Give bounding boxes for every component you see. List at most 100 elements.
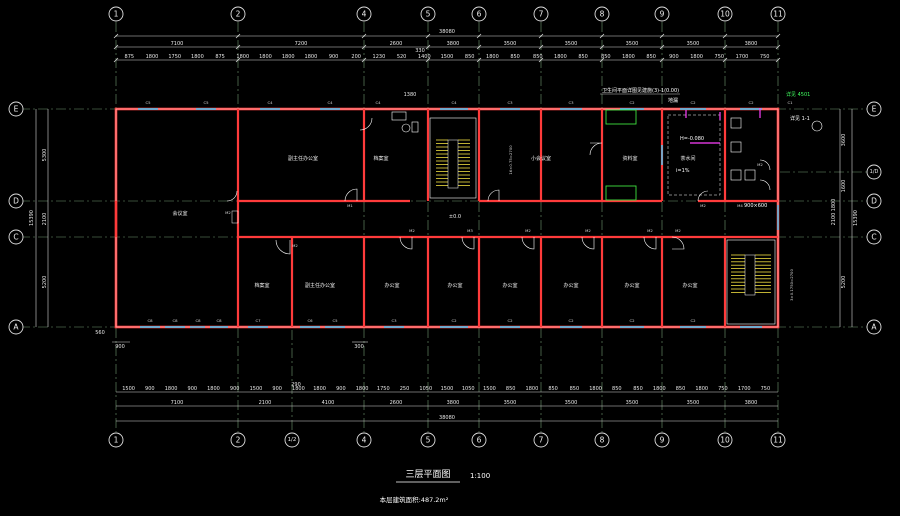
axis-bubble: 5 — [420, 432, 436, 448]
door-tag: M2 — [675, 228, 681, 233]
window-tag: C2 — [451, 318, 457, 323]
window-tag: C4 — [267, 100, 273, 105]
door-tag: M1 — [347, 203, 353, 208]
svg-text:560: 560 — [95, 330, 105, 336]
dim-tick — [599, 44, 605, 50]
svg-text:3500: 3500 — [687, 41, 700, 47]
dim-detail-text: 900 — [329, 54, 339, 60]
svg-text:办公室: 办公室 — [624, 282, 639, 289]
axis-bubble: 6 — [471, 6, 487, 22]
dimension-left: 15390 5300 2100 5200 — [29, 109, 49, 327]
svg-text:副主任办公室: 副主任办公室 — [305, 282, 335, 289]
window-tag: C2 — [568, 318, 574, 323]
exterior-walls — [114, 107, 780, 329]
dim-detail-text: 1800 — [356, 386, 369, 392]
dim-detail-text: 1750 — [377, 386, 390, 392]
svg-text:档案室: 档案室 — [254, 282, 269, 289]
window-tag: C2 — [690, 318, 696, 323]
axis-bubble: 10 — [717, 432, 733, 448]
svg-text:4100: 4100 — [322, 400, 335, 406]
dim-detail-text: 200 — [351, 54, 361, 60]
axis-bubble: 10 — [717, 6, 733, 22]
dim-detail-text: 1800 — [622, 54, 635, 60]
dim-detail-text: 1500 — [483, 386, 496, 392]
dim-detail-text: 850 — [633, 386, 643, 392]
dim-detail-text: 1800 — [236, 54, 249, 60]
svg-text:1: 1 — [114, 10, 119, 19]
svg-text:A: A — [13, 323, 19, 332]
svg-text:6: 6 — [477, 10, 482, 19]
dim-detail-text: 850 — [578, 54, 588, 60]
dim-tick — [476, 44, 482, 50]
door-tag: M2 — [757, 162, 763, 167]
svg-text:E: E — [872, 105, 877, 114]
axis-bubble: 4 — [356, 432, 372, 448]
window-tag: C8 — [147, 318, 153, 323]
dim-detail-text: 1800 — [690, 54, 703, 60]
svg-text:10: 10 — [720, 10, 730, 19]
axis-bubble: 11 — [770, 432, 786, 448]
dim-tick — [775, 33, 781, 39]
stair-north — [429, 117, 477, 199]
svg-text:1380: 1380 — [404, 92, 417, 98]
dim-detail-text: 1050 — [419, 386, 432, 392]
axis-bubble: C — [866, 229, 882, 245]
room-labels: 副主任办公室 档案室 小会议室 会议室 档案室 副主任办公室 办公室 办公室 办… — [172, 155, 697, 289]
dim-detail-text: 900 — [145, 386, 155, 392]
svg-text:1/D: 1/D — [870, 169, 879, 175]
dim-detail-text: 875 — [125, 54, 135, 60]
dim-detail-text: 850 — [612, 386, 622, 392]
axis-bubbles-left: E D C A — [8, 101, 24, 335]
planters — [605, 109, 637, 201]
svg-text:3×0.1750=2700: 3×0.1750=2700 — [789, 269, 794, 301]
svg-text:900: 900 — [115, 344, 125, 350]
svg-text:2: 2 — [236, 436, 241, 445]
window-tag: C3 — [507, 100, 513, 105]
svg-text:15390: 15390 — [853, 210, 859, 226]
svg-text:小会议室: 小会议室 — [531, 155, 551, 162]
svg-text:资料室: 资料室 — [622, 155, 637, 162]
dim-detail-text: 850 — [676, 386, 686, 392]
dim-tick — [722, 44, 728, 50]
axis-bubble: 5 — [420, 6, 436, 22]
svg-text:C: C — [13, 233, 18, 242]
svg-text:16×0.75=2700: 16×0.75=2700 — [508, 145, 513, 175]
dim-detail-text: 900 — [336, 386, 346, 392]
window-tag: C4 — [451, 100, 457, 105]
window-tag: C2 — [690, 100, 696, 105]
dim-detail-text: 750 — [760, 54, 770, 60]
dim-detail-text: 1800 — [486, 54, 499, 60]
door-tag: M2 — [700, 203, 706, 208]
svg-text:9: 9 — [660, 436, 665, 445]
dim-tick — [599, 57, 605, 63]
dim-detail-text: 1050 — [462, 386, 475, 392]
svg-text:15390: 15390 — [29, 210, 35, 226]
dim-tick — [113, 57, 119, 63]
svg-text:7: 7 — [539, 436, 544, 445]
dim-tick — [722, 57, 728, 63]
svg-text:3500: 3500 — [626, 400, 639, 406]
dim-tick — [113, 33, 119, 39]
dim-tick — [425, 33, 431, 39]
window-tag: C4 — [327, 100, 333, 105]
dim-tick — [476, 57, 482, 63]
dim-tick — [659, 44, 665, 50]
window-tag: C8 — [216, 318, 222, 323]
dimension-misc: 900 300 560 — [95, 330, 368, 350]
dim-detail-text: 1400 — [418, 54, 431, 60]
axis-bubble: 2 — [230, 432, 246, 448]
dim-tick — [235, 57, 241, 63]
svg-text:1800: 1800 — [831, 199, 837, 212]
dim-detail-text: 250 — [400, 386, 410, 392]
window-tag: C8 — [172, 318, 178, 323]
dim-tick — [425, 57, 431, 63]
svg-text:D: D — [13, 197, 19, 206]
dim-tick — [113, 44, 119, 50]
dim-detail-text: 1800 — [207, 386, 220, 392]
windows-north — [138, 108, 779, 230]
svg-text:330: 330 — [415, 48, 425, 54]
axis-bubbles-right: E 1/D D C A — [866, 101, 882, 335]
door-tag: M2 — [409, 228, 415, 233]
svg-text:会议室: 会议室 — [172, 210, 187, 217]
